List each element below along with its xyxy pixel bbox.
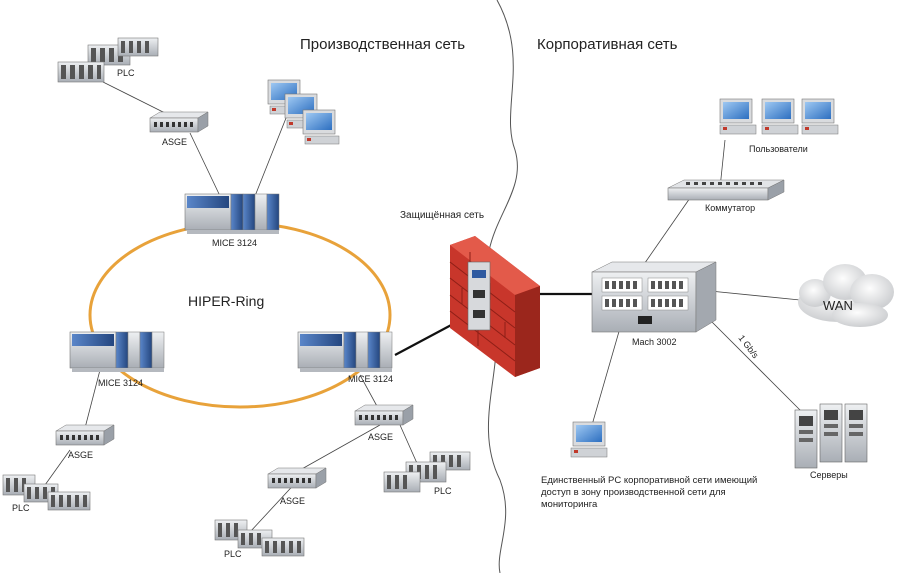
mice-switch-right [297,331,393,372]
asge-label-right: ASGE [368,432,393,442]
monitoring-pc-line-2: доступ в зону производственной сети для [541,487,726,498]
wan-label: WAN [823,298,853,313]
monitoring-pc-line-1: Единственный PC корпоративной сети имеющ… [541,475,758,486]
mice-switch-left [69,331,165,372]
wan-cloud-icon [798,264,894,327]
mach-3002-label: Mach 3002 [632,337,677,347]
plc-device-top [57,37,159,83]
asge-label-bottom: ASGE [280,496,305,506]
mice-label-top: MICE 3124 [212,238,257,248]
mice-switch-top [184,193,280,234]
protected-network-label: Защищённая сеть [400,210,484,221]
plc-label-left: PLC [12,503,30,513]
monitoring-pc-description: Единственный PC корпоративной сети имеющ… [541,475,781,511]
asge-label-left: ASGE [68,450,93,460]
monitoring-pc-icon [570,421,608,458]
plc-device-right [383,451,471,493]
plc-label-top: PLC [117,68,135,78]
link-speed-label: 1 Gb/s [736,333,761,360]
servers-label: Серверы [810,470,848,480]
user-pcs [719,98,839,135]
users-label: Пользователи [749,144,808,154]
corporate-switch-label: Коммутатор [705,203,755,213]
operator-pcs-top [267,79,340,145]
asge-switch-right [354,404,414,426]
firewall-icon [449,236,540,377]
mach-3002-switch [591,261,717,333]
corporate-network-title: Корпоративная сеть [537,36,678,53]
plc-device-left [2,474,91,511]
plc-label-bottom: PLC [224,549,242,559]
asge-label-top: ASGE [162,137,187,147]
asge-switch-bottom [267,467,327,489]
mice-label-left: MICE 3124 [98,378,143,388]
asge-switch-left [55,424,115,446]
plc-label-right: PLC [434,486,452,496]
corporate-switch-icon [667,179,785,201]
hiper-ring-label: HIPER-Ring [188,293,264,309]
servers-icon [794,403,868,469]
monitoring-pc-line-3: мониторинга [541,499,598,510]
asge-switch-top [149,111,209,133]
production-network-title: Производственная сеть [300,36,465,53]
plc-device-bottom [214,519,305,557]
mice-label-right: MICE 3124 [348,374,393,384]
